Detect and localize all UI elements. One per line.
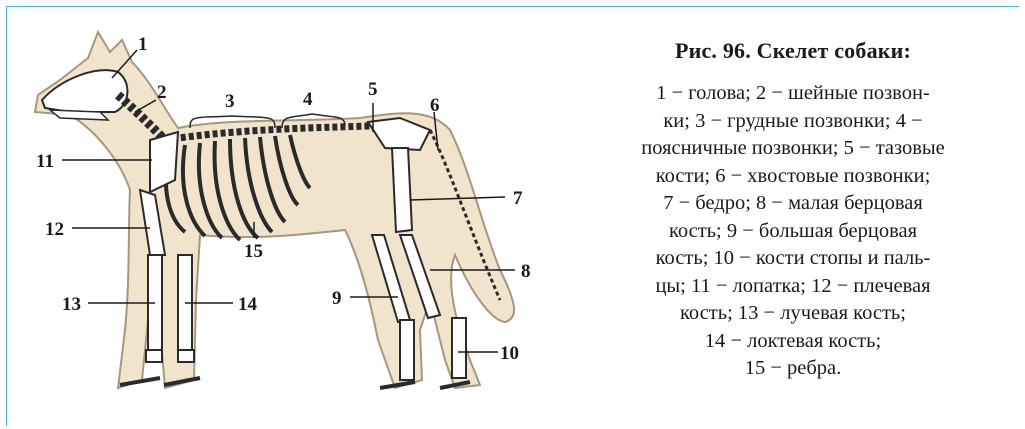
caption-body: 1 − голова; 2 − шейные позвон- ки; 3 − г… [578,80,1008,383]
caption-line: 15 − ребра. [578,355,1008,383]
label-13: 13 [62,295,81,314]
caption-line: поясничные позвонки; 5 − тазовые [578,135,1008,163]
figure-caption: Рис. 96. Скелет собаки: 1 − голова; 2 − … [578,38,1008,383]
label-4: 4 [303,90,313,109]
label-6: 6 [430,96,440,115]
caption-line: ки; 3 − грудные позвонки; 4 − [578,108,1008,136]
label-14: 14 [238,295,257,314]
label-10: 10 [500,344,519,363]
dog-skeleton-figure: 1 2 3 4 5 6 7 8 9 10 11 12 13 14 15 [0,0,560,429]
label-15: 15 [244,242,263,261]
label-5: 5 [368,80,378,99]
caption-line: 1 − голова; 2 − шейные позвон- [578,80,1008,108]
label-7: 7 [513,189,523,208]
caption-line: кость; 9 − большая берцовая [578,218,1008,246]
dog-skeleton-illustration [0,0,560,429]
caption-title: Рис. 96. Скелет собаки: [578,38,1008,64]
label-12: 12 [45,220,64,239]
caption-line: 14 − локтевая кость; [578,328,1008,356]
skull-bone [42,70,127,112]
femur-bone [392,148,412,232]
label-2: 2 [157,83,167,102]
label-3: 3 [225,92,235,111]
caption-line: 7 − бедро; 8 − малая берцовая [578,190,1008,218]
jaw-bone [50,110,108,120]
label-11: 11 [36,152,54,171]
label-8: 8 [521,262,531,281]
label-9: 9 [332,289,342,308]
caption-line: кости; 6 − хвостовые позвонки; [578,163,1008,191]
label-1: 1 [138,35,148,54]
caption-line: кость; 10 − кости стопы и паль- [578,245,1008,273]
caption-line: кость; 13 − лучевая кость; [578,300,1008,328]
caption-line: цы; 11 − лопатка; 12 − плечевая [578,273,1008,301]
